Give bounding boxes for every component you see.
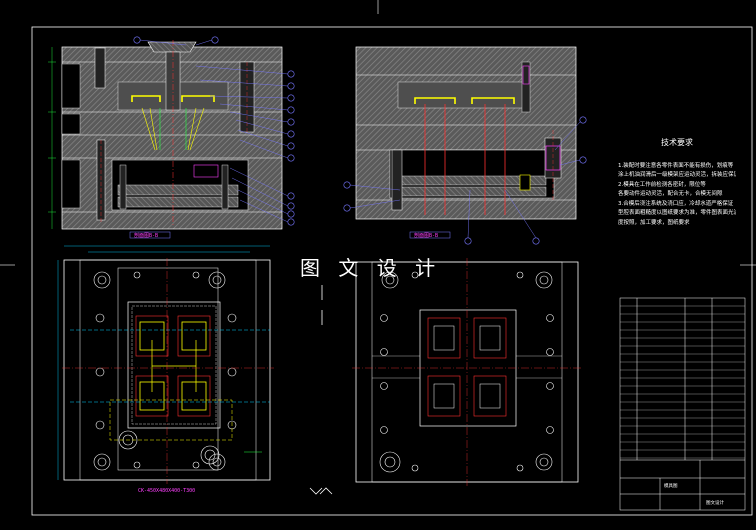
notes-line: 涂上机油润滑后一级模架应运动灵活，拆装应保证 bbox=[618, 172, 736, 178]
notes-title: 技术要求 bbox=[661, 138, 693, 147]
title-block bbox=[619, 297, 746, 511]
section-markers bbox=[309, 285, 333, 495]
watermark-text: 图 文 设 计 bbox=[300, 256, 442, 280]
section-a-label: 剖面图B-B bbox=[134, 233, 159, 239]
notes-line: 1.装配时要注意各零件表面不能有损伤，划痕等 bbox=[618, 162, 734, 169]
notes-line: 度按照，加工要求，图纸要求 bbox=[618, 219, 690, 226]
section-b-label: 剖面图B-B bbox=[414, 233, 439, 239]
notes-line: 型腔表面粗糙度以图纸要求为准，零件图表面光洁 bbox=[618, 210, 736, 216]
plan-view-fixed bbox=[57, 245, 274, 484]
sheet-border bbox=[31, 26, 753, 516]
plan-note-label: CK-450X480X400-T300 bbox=[138, 488, 196, 494]
notes-line: 2.模具在工作前检测各密封，限位等 bbox=[618, 181, 706, 188]
section-view-b bbox=[343, 46, 587, 245]
plan-view-moving bbox=[352, 258, 582, 486]
section-view-a bbox=[48, 36, 295, 239]
title-block-name: 模具图 bbox=[664, 484, 678, 489]
technical-requirements: 技术要求 1.装配时要注意各零件表面不能有损伤，划痕等 涂上机油润滑后一级模架应… bbox=[618, 138, 736, 228]
notes-line: 3.合模后浇注系统及浇口应，冷却水道严格保证 bbox=[618, 200, 734, 207]
title-block-company: 图文设计 bbox=[706, 501, 724, 506]
notes-line: 各要动件运动灵活，配合无卡，合模无间隙 bbox=[618, 191, 723, 197]
